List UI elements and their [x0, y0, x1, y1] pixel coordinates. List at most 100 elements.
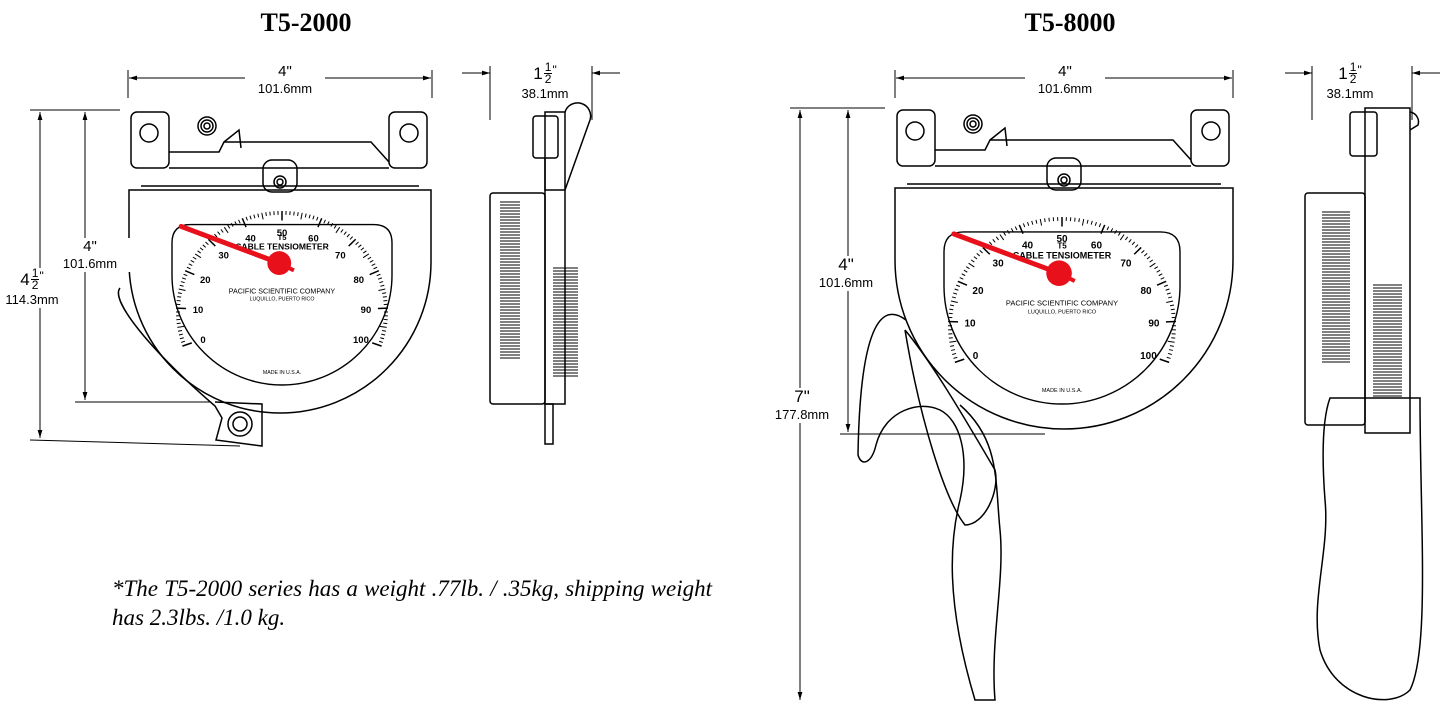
dial-height-label-t5-8000: 4" 101.6mm — [806, 256, 886, 291]
dial-tick — [1086, 219, 1089, 224]
dial-tick — [957, 280, 968, 286]
dial-scale-label: 70 — [335, 250, 346, 261]
dial-height-label-t5-2000: 4" 101.6mm — [45, 238, 135, 272]
dial-scale-label: 100 — [1140, 351, 1157, 362]
side-hook — [564, 102, 592, 191]
dial-tick — [380, 337, 385, 340]
dial-scale-label: 30 — [993, 258, 1005, 269]
dial-tick — [951, 296, 956, 299]
dial-tick — [1166, 356, 1171, 359]
dial-tick — [1014, 226, 1018, 231]
dial-tick — [382, 292, 387, 295]
dial-tick — [379, 281, 384, 284]
dial-tick — [955, 284, 961, 287]
dial-tick — [1027, 221, 1030, 226]
riser-hole — [1060, 176, 1068, 184]
lever-pivot — [227, 411, 253, 437]
dial-tick — [377, 277, 383, 280]
dial-tick — [380, 284, 385, 287]
bracket-hole — [399, 123, 419, 143]
dial-scale-label: 90 — [1148, 318, 1160, 329]
dial-tick — [265, 212, 267, 216]
roller — [969, 120, 977, 128]
dial-housing — [894, 187, 1234, 430]
dial-needle — [951, 231, 1062, 276]
dial-tick — [1003, 232, 1007, 236]
lever-pivot — [232, 416, 248, 432]
dial-housing — [128, 189, 432, 414]
dial-tick — [1010, 228, 1014, 232]
extension-line — [29, 439, 241, 447]
dial-tick — [181, 277, 187, 280]
dial-face — [171, 223, 393, 386]
side-panel — [544, 111, 566, 405]
dial-tick — [968, 262, 975, 268]
roller — [963, 114, 983, 134]
lever-arm — [117, 287, 263, 447]
dial-scale-label: 80 — [353, 275, 364, 286]
dial-tick — [1125, 236, 1129, 241]
dial-tick — [381, 329, 387, 332]
side-edge — [544, 158, 565, 191]
dial-name-text: CABLE TENSIOMETER — [235, 241, 329, 251]
depth-num: 1 — [543, 60, 553, 74]
dial-tick — [304, 213, 307, 218]
dial-tick — [205, 241, 209, 245]
dial-tick — [1163, 284, 1169, 287]
dial-tick — [1100, 224, 1106, 235]
dial-tick — [1168, 349, 1174, 351]
dial-tick — [257, 213, 260, 218]
dial-scale-label: 90 — [361, 305, 372, 316]
overall-height-inches: 7" — [794, 387, 810, 406]
dial-height-mm: 101.6mm — [62, 256, 118, 271]
dial-tick — [1106, 226, 1110, 231]
overall-height-label-t5-8000: 7" 177.8mm — [762, 388, 842, 423]
dial-tick — [1143, 253, 1148, 257]
dial-scale-label: 50 — [1056, 234, 1068, 245]
dial-tick — [199, 247, 204, 251]
dial-height-inches: 4" — [83, 238, 97, 255]
dial-tick — [1044, 218, 1046, 223]
side-panel — [1364, 107, 1411, 434]
depth-mm: 38.1mm — [1326, 86, 1374, 101]
cross-member — [935, 139, 1192, 161]
dial-tick — [343, 231, 347, 236]
dial-tick — [953, 292, 958, 295]
dial-tick — [949, 304, 955, 307]
bracket-hole — [1201, 121, 1221, 141]
dial-tick — [371, 263, 376, 267]
dial-scale-label: 0 — [200, 335, 205, 346]
dial-tick — [1168, 296, 1173, 299]
dial-tick — [1035, 219, 1038, 224]
dial-tick — [253, 214, 256, 219]
mount-bracket — [130, 111, 170, 169]
dial-tick — [1165, 288, 1170, 291]
dial-tick — [369, 259, 374, 263]
dial-tick — [378, 288, 386, 291]
dial-tick — [180, 340, 186, 343]
dial-tick — [1167, 340, 1175, 343]
dial-tick — [357, 244, 362, 248]
dial-tick — [953, 356, 958, 359]
dial-tick — [1141, 250, 1145, 254]
dial-tick — [1159, 358, 1170, 364]
dial-tick — [1110, 228, 1114, 232]
depth-den: 2 — [544, 72, 552, 86]
dial-tick — [178, 333, 183, 336]
dial-scale-label: 20 — [200, 275, 211, 286]
dial-tick — [188, 263, 193, 267]
dial-tick — [1081, 218, 1085, 226]
dial-tick — [378, 340, 384, 343]
dial-scale-label: 60 — [308, 234, 319, 245]
dial-tick — [190, 259, 195, 263]
dial-tick — [373, 266, 378, 270]
dial-tick — [988, 241, 993, 246]
width-inches: 4" — [1058, 63, 1072, 80]
dial-tick — [179, 284, 184, 287]
dial-tick — [182, 342, 193, 347]
dial-tick — [369, 270, 380, 276]
dial-tick — [1160, 277, 1165, 280]
dial-tick — [177, 325, 185, 328]
